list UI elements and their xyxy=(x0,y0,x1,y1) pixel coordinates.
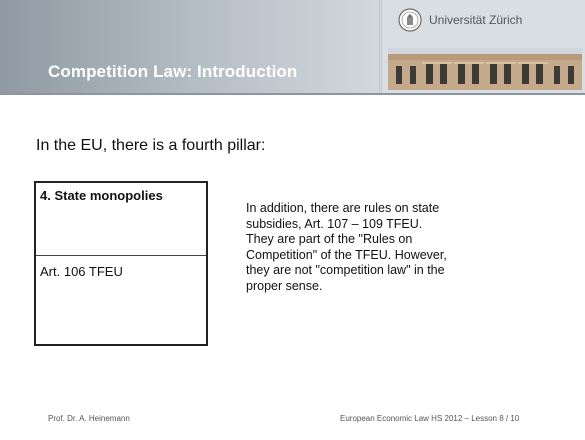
note-line: they are not "competition law" in the xyxy=(246,263,445,277)
subsidies-note: In addition, there are rules on state su… xyxy=(246,201,526,294)
note-line: In addition, there are rules on state xyxy=(246,201,440,215)
header-divider xyxy=(0,93,585,95)
university-logo-panel: Universität Zürich xyxy=(381,0,585,93)
pillar-article: Art. 106 TFEU xyxy=(40,264,123,279)
pillar-heading-cell: 4. State monopolies xyxy=(36,183,206,256)
university-seal-icon xyxy=(398,8,422,32)
note-line: subsidies, Art. 107 – 109 TFEU. xyxy=(246,216,423,231)
note-line: proper sense. xyxy=(246,278,323,293)
footer-author: Prof. Dr. A. Heinemann xyxy=(48,414,130,423)
slide-title: Competition Law: Introduction xyxy=(48,62,298,81)
pillar-box: 4. State monopolies Art. 106 TFEU xyxy=(34,181,208,346)
university-name: Universität Zürich xyxy=(429,13,523,27)
note-line: They are part of the "Rules on xyxy=(246,232,413,246)
intro-text: In the EU, there is a fourth pillar: xyxy=(36,137,266,154)
university-building-icon xyxy=(388,48,582,90)
pillar-heading: 4. State monopolies xyxy=(40,188,163,203)
header-separator xyxy=(379,0,380,93)
note-line: Competition" of the TFEU. However, xyxy=(246,247,447,262)
footer-course: European Economic Law HS 2012 – Lesson 8… xyxy=(340,414,520,423)
